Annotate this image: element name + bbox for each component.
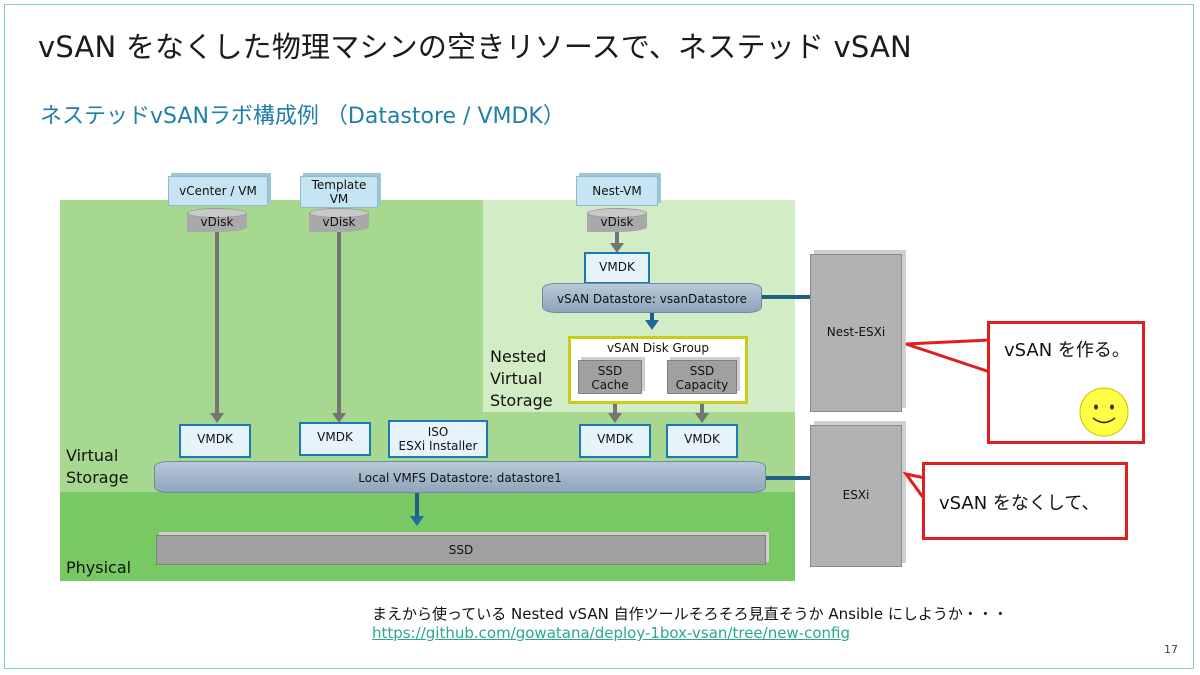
physical-ssd: SSD bbox=[156, 535, 766, 565]
arrow-capacity-line bbox=[700, 398, 704, 414]
arrow-template-head bbox=[332, 413, 346, 423]
footer-note: まえから使っている Nested vSAN 自作ツールそろそろ見直そうか Ans… bbox=[372, 605, 1008, 623]
arrow-nest-line bbox=[615, 232, 619, 244]
callout-remove-vsan-text: vSAN をなくして、 bbox=[939, 493, 1100, 514]
local-down-arrow-line bbox=[415, 493, 419, 517]
vcenter-vm: vCenter / VM bbox=[168, 176, 268, 206]
arrow-cache-line bbox=[613, 398, 617, 414]
local-to-esxi-line bbox=[766, 476, 810, 480]
vsan-datastore-label: vSAN Datastore: vsanDatastore bbox=[556, 292, 748, 306]
arrow-vcenter-line bbox=[215, 232, 219, 414]
virtual-storage-label: Virtual Storage bbox=[66, 446, 129, 487]
iso-esxi-installer: ISO ESXi Installer bbox=[388, 420, 488, 458]
arrow-vcenter-head bbox=[210, 413, 224, 423]
vsan-to-nest-esxi-line bbox=[762, 295, 810, 299]
vmdk-template: VMDK bbox=[299, 422, 371, 456]
vsan-datastore: vSAN Datastore: vsanDatastore bbox=[542, 283, 762, 313]
callout-create-vsan: vSAN を作る。 bbox=[987, 321, 1145, 444]
template-vm: Template VM bbox=[300, 176, 378, 208]
local-vmfs-datastore: Local VMFS Datastore: datastore1 bbox=[154, 461, 766, 493]
local-datastore-label: Local VMFS Datastore: datastore1 bbox=[358, 471, 562, 485]
slide-title: vSAN をなくした物理マシンの空きリソースで、ネステッド vSAN bbox=[38, 30, 912, 64]
vmdk-ssd-capacity: VMDK bbox=[666, 424, 738, 458]
slide-frame bbox=[4, 4, 1194, 669]
vdisk-nest: vDisk bbox=[587, 208, 647, 232]
vdisk-vcenter-label: vDisk bbox=[200, 215, 234, 229]
slide-subtitle: ネステッドvSANラボ構成例 （Datastore / VMDK） bbox=[40, 104, 565, 129]
vdisk-template-label: vDisk bbox=[322, 215, 356, 229]
vmdk-ssd-cache: VMDK bbox=[579, 424, 651, 458]
callout-remove-vsan: vSAN をなくして、 bbox=[922, 462, 1128, 540]
physical-ssd-label: SSD bbox=[448, 543, 474, 557]
arrow-cache-head bbox=[608, 413, 622, 423]
github-link[interactable]: https://github.com/gowatana/deploy-1box-… bbox=[372, 624, 851, 642]
vdisk-template: vDisk bbox=[309, 208, 369, 232]
vmdk-nest: VMDK bbox=[584, 252, 650, 284]
vsan-down-arrow-head bbox=[645, 320, 659, 330]
arrow-template-line bbox=[337, 232, 341, 414]
ssd-capacity: SSD Capacity bbox=[667, 360, 737, 394]
nest-esxi-host: Nest-ESXi bbox=[810, 254, 902, 412]
esxi-host: ESXi bbox=[810, 425, 902, 567]
nest-vm: Nest-VM bbox=[576, 176, 658, 206]
arrow-capacity-head bbox=[695, 413, 709, 423]
vsan-down-arrow-line bbox=[650, 313, 654, 321]
vdisk-vcenter: vDisk bbox=[187, 208, 247, 232]
callout-create-vsan-text: vSAN を作る。 bbox=[1004, 340, 1130, 361]
ssd-cache: SSD Cache bbox=[578, 360, 642, 394]
disk-group-title: vSAN Disk Group bbox=[606, 341, 710, 355]
nested-virtual-storage-label: Nested Virtual Storage bbox=[490, 347, 553, 410]
esxi-label: ESXi bbox=[842, 488, 870, 502]
smiley-icon bbox=[1079, 387, 1129, 437]
page-number: 17 bbox=[1164, 643, 1178, 656]
physical-label: Physical bbox=[66, 558, 132, 577]
nest-esxi-label: Nest-ESXi bbox=[826, 325, 886, 339]
local-down-arrow-head bbox=[410, 516, 424, 526]
vdisk-nest-label: vDisk bbox=[600, 215, 634, 229]
arrow-nest-head bbox=[610, 243, 624, 253]
vmdk-vcenter: VMDK bbox=[179, 424, 251, 458]
